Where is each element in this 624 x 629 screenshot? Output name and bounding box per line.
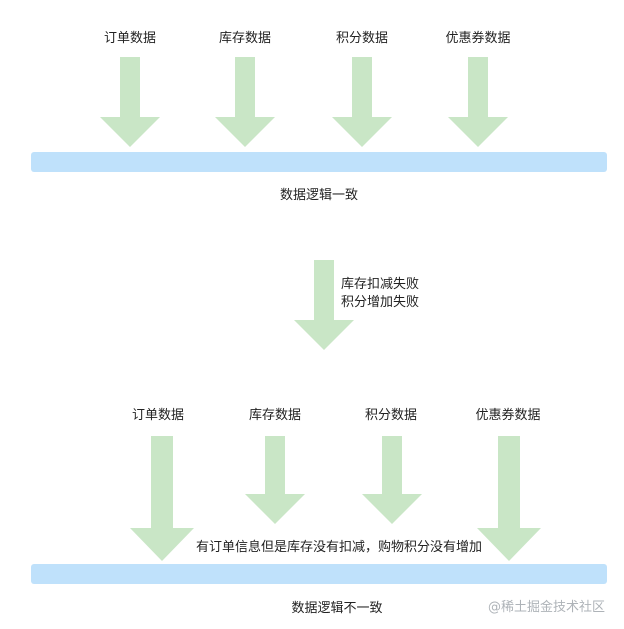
bottom-label-points: 积分数据: [364, 408, 418, 423]
middle-failure-text: 库存扣减失败 积分增加失败: [341, 276, 419, 312]
bottom-arrow-orders: [130, 436, 194, 561]
bottom-note: 有订单信息但是库存没有扣减，购物积分没有增加: [196, 540, 483, 555]
top-label-coupons: 优惠券数据: [445, 31, 511, 46]
top-arrow-inventory: [215, 57, 275, 147]
top-arrow-coupons: [448, 57, 508, 147]
middle-failure-line-2: 积分增加失败: [341, 295, 420, 310]
bottom-label-inventory: 库存数据: [248, 408, 302, 423]
watermark: @稀土掘金技术社区: [488, 600, 606, 615]
bottom-arrow-coupons: [477, 436, 541, 561]
top-data-bar: [31, 152, 607, 172]
top-caption: 数据逻辑一致: [279, 188, 359, 203]
middle-failure-line-1: 库存扣减失败: [341, 277, 420, 292]
middle-arrow: [294, 260, 354, 350]
top-arrow-orders: [100, 57, 160, 147]
bottom-caption: 数据逻辑不一致: [291, 601, 383, 616]
bottom-label-orders: 订单数据: [131, 408, 185, 423]
bottom-data-bar: [31, 564, 607, 584]
top-label-inventory: 库存数据: [218, 31, 272, 46]
top-label-points: 积分数据: [335, 31, 389, 46]
bottom-label-coupons: 优惠券数据: [475, 408, 541, 423]
top-label-orders: 订单数据: [103, 31, 157, 46]
top-arrow-points: [332, 57, 392, 147]
bottom-arrow-inventory: [245, 436, 305, 524]
bottom-arrow-points: [362, 436, 422, 524]
